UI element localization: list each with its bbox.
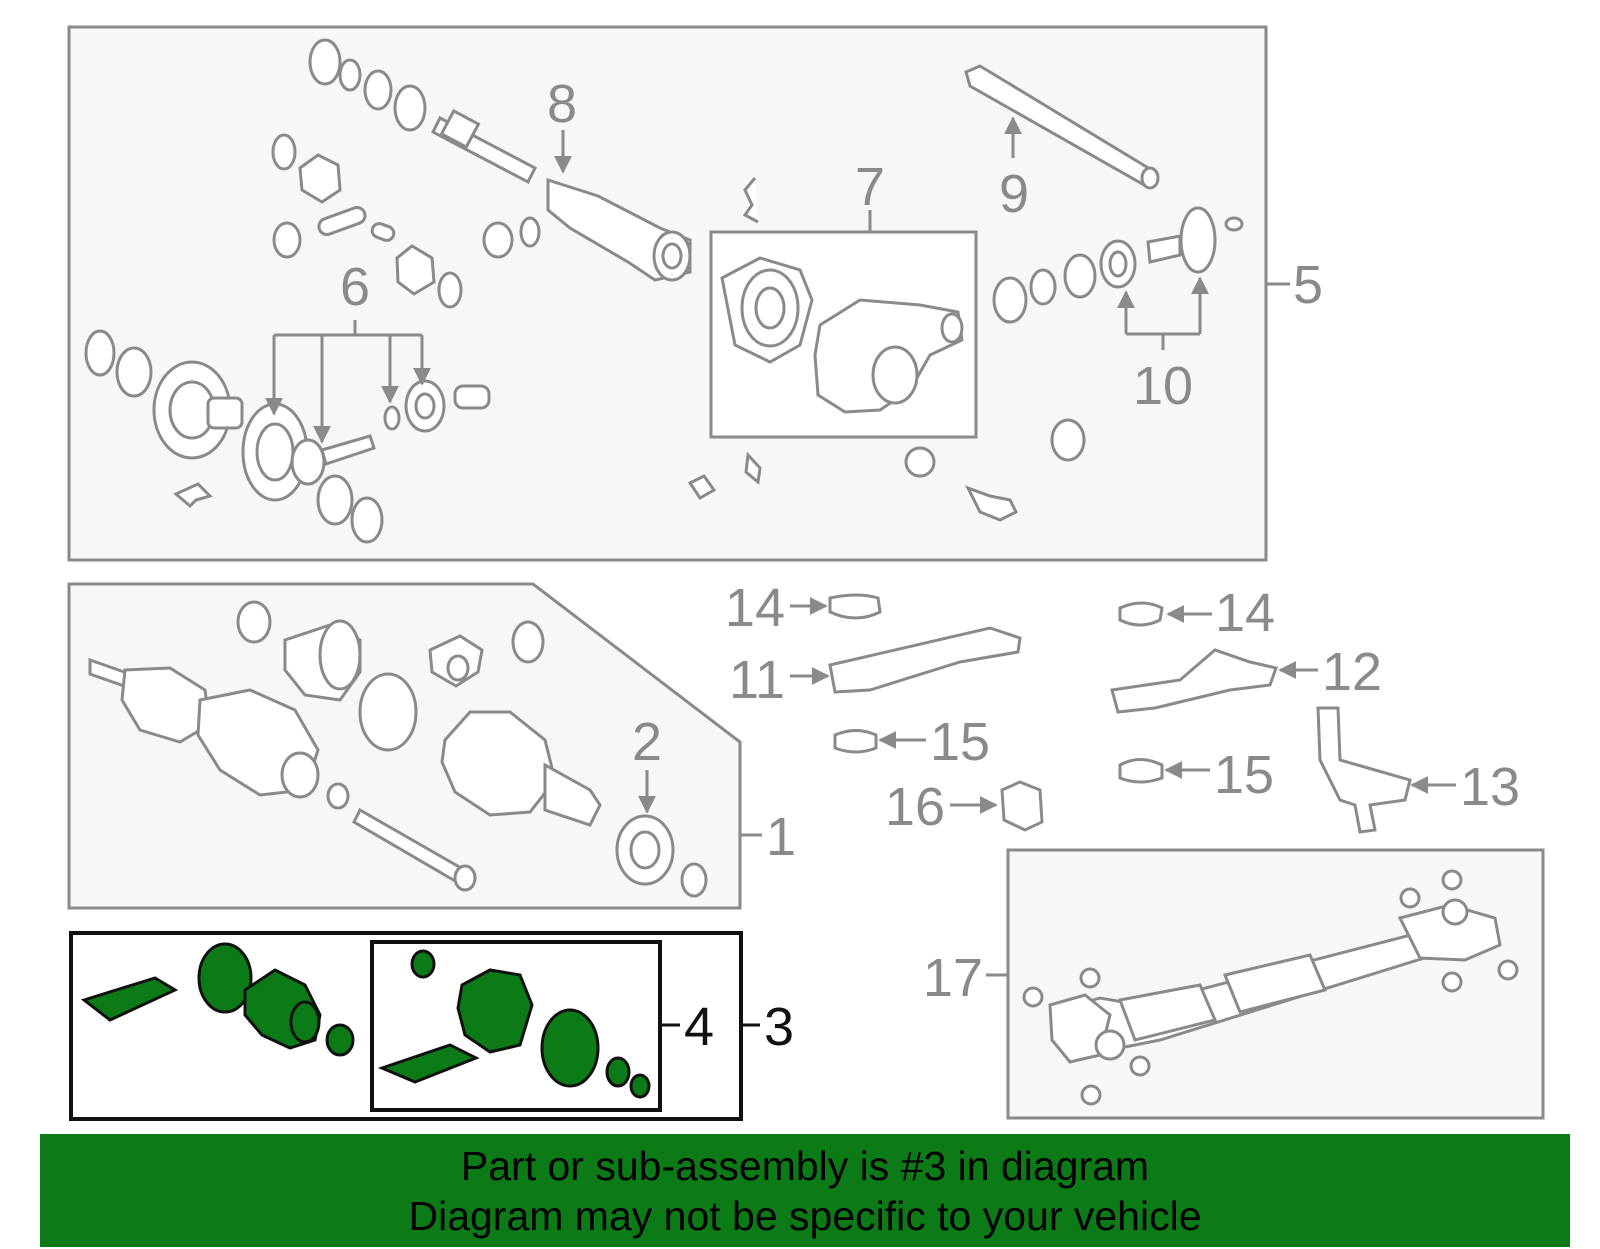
propeller-shaft-icon [1022,869,1519,1106]
output-shaft-icon [431,108,537,185]
bearing-icon [615,814,708,898]
outer-joint-housing-icon [440,710,602,827]
callout-leaders-group1 [638,770,762,837]
small-hardware-icon [271,133,759,309]
part-info-banner: Part or sub-assembly is #3 in diagram Di… [40,1134,1570,1247]
callout-6: 6 [340,257,370,317]
callout-2: 2 [632,712,662,772]
callout-15-right: 15 [1214,745,1274,805]
outer-boot-icon [197,942,355,1057]
cv-boot-kit-icon [236,600,545,752]
callout-11: 11 [729,650,785,710]
callout-15-left: 15 [930,712,990,772]
grease-packet-icon [80,976,179,1022]
callout-8: 8 [547,74,577,134]
callout-3: 3 [764,997,794,1057]
differential-assembly-panel [67,25,1290,562]
clamp-icon [410,949,436,979]
mount-support-icon [1316,706,1412,834]
differential-case-icon [84,329,491,544]
callout-13: 13 [1460,757,1520,817]
rear-mount-bracket-icon [1110,648,1278,714]
seal-set-icon [308,38,427,132]
grease-packet-icon [377,1043,480,1084]
banner-line-2: Diagram may not be specific to your vehi… [408,1192,1202,1239]
callout-1: 1 [766,807,796,867]
front-mount-bracket-icon [828,626,1022,694]
bearing-set-icon [687,206,1244,522]
axle-tube-icon [546,177,692,282]
boot-kit-panel-4[interactable] [370,940,662,1112]
carrier-housing-panel [709,230,978,439]
mounting-parts [828,593,1412,834]
callout-16: 16 [885,777,945,837]
inner-boot-icon [456,968,534,1054]
propeller-shaft-panel [986,848,1545,1120]
bracket-icon [1000,780,1044,832]
callout-17: 17 [923,948,983,1008]
callout-12: 12 [1322,642,1382,702]
callout-leaders-group5 [265,116,1290,444]
callout-10: 10 [1133,356,1193,416]
cushion-lower-icon [833,729,878,754]
callout-4: 4 [684,997,714,1057]
banner-line-1: Part or sub-assembly is #3 in diagram [460,1142,1150,1189]
cushion-upper-icon [828,593,882,620]
cushion-lower-icon [1118,758,1164,784]
intermediate-shaft-icon [964,64,1160,190]
callout-9: 9 [999,164,1029,224]
boot-ring-icon [540,1008,651,1099]
callout-labels: 8 9 7 6 10 5 2 1 4 3 14 14 11 12 15 15 1… [340,74,1520,1057]
callout-14-right: 14 [1215,583,1275,643]
callout-leaders-mounts [790,597,1456,814]
cushion-upper-icon [1118,601,1164,627]
axle-shaft-icon [88,657,477,892]
callout-5: 5 [1293,255,1323,315]
callout-14-left: 14 [725,578,785,638]
callout-7: 7 [855,157,885,217]
axle-assembly-panel [67,582,762,910]
